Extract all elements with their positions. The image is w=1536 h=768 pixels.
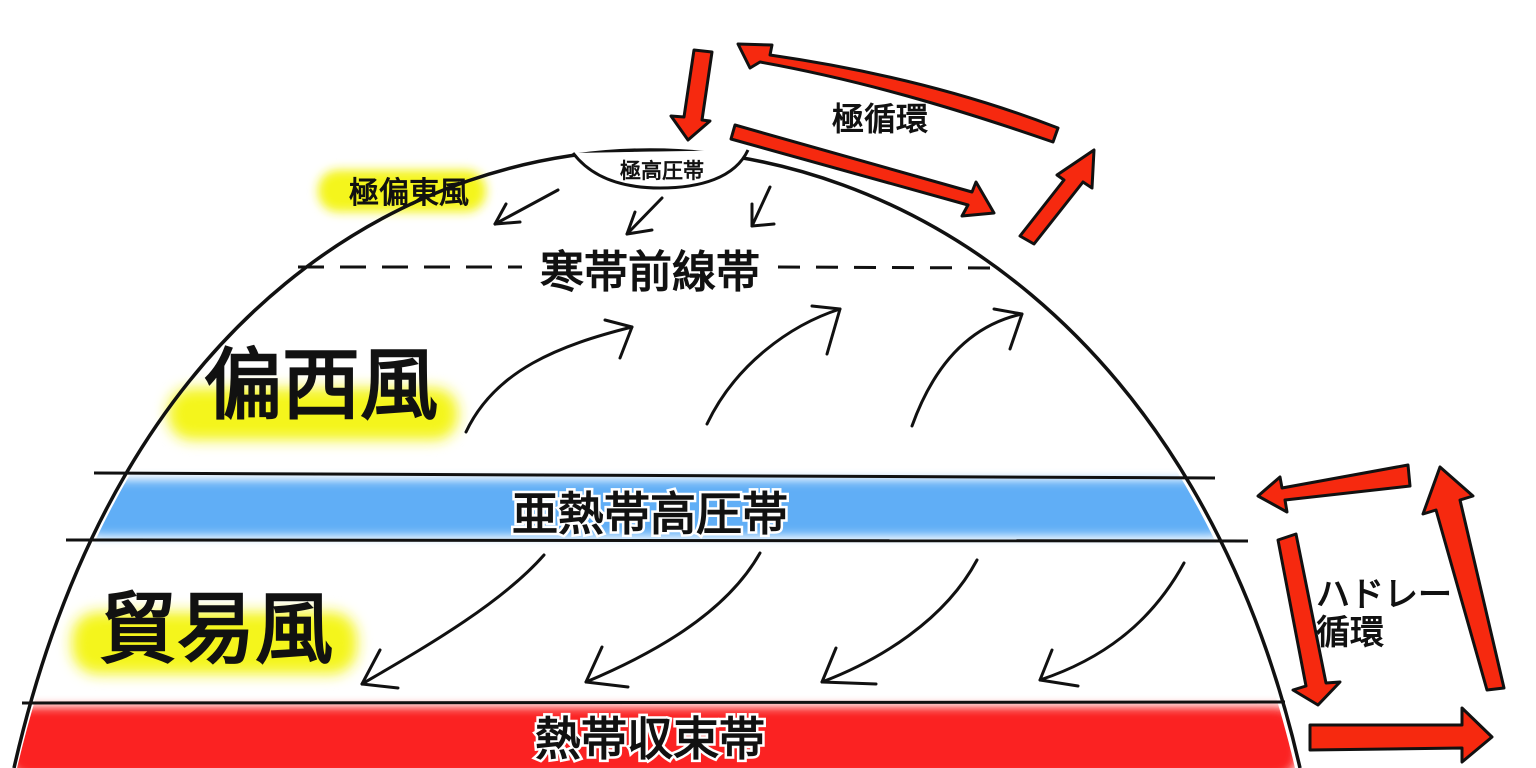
polar-cell-up-arrow <box>1018 148 1096 246</box>
hadley-cell-label-line1: ハドレー <box>1316 575 1452 615</box>
westerly-arrow <box>910 307 1024 428</box>
subtropical-upper-line <box>93 471 1216 480</box>
trade-wind-arrow <box>360 553 546 690</box>
polar-cell-down-arrow <box>669 48 714 142</box>
polar-easterlies-highlight <box>318 170 486 212</box>
trade-wind-arrow <box>820 558 979 686</box>
hadley-cell-poleward-arrow <box>1256 463 1412 514</box>
polar-cell-circulation <box>669 42 1096 246</box>
subtropical-lower-line <box>65 538 1249 543</box>
polar-easterly-arrow <box>625 196 664 236</box>
trade-winds-highlight <box>72 612 357 674</box>
hadley-cell-up-arrow <box>1421 465 1506 692</box>
polar-front-dashed-right <box>777 265 996 270</box>
hadley-cell-label-line2: 循環 <box>1316 613 1384 653</box>
polar-high-label: 極高圧帯 <box>620 159 704 183</box>
hadley-cell-circulation <box>1256 463 1506 764</box>
trade-winds-label: 貿易風 <box>99 585 333 675</box>
itcz-band <box>12 707 1298 768</box>
westerlies-label: 偏西風 <box>204 341 438 431</box>
polar-cell-label: 極循環 <box>832 100 928 138</box>
hadley-cell-equatorward-arrow <box>1308 706 1494 764</box>
westerly-arrow <box>705 304 842 426</box>
trade-wind-arrow <box>584 551 762 689</box>
polar-cell-poleward-arrow <box>729 123 996 218</box>
westerly-arrow <box>464 318 634 434</box>
subtropical-high-label: 亜熱帯高圧帯 <box>512 487 788 541</box>
polar-cell-return-arrow <box>736 42 1060 144</box>
trade-wind-arrow <box>1038 561 1186 688</box>
polar-front-label: 寒帯前線帯 <box>540 247 760 298</box>
globe-outline <box>12 148 1302 768</box>
polar-high-cap <box>571 149 750 190</box>
polar-easterlies-label: 極偏東風 <box>349 176 469 211</box>
polar-easterly-arrow <box>750 185 776 228</box>
polar-easterly-arrow <box>493 188 560 226</box>
hadley-cell-down-arrow <box>1276 532 1342 707</box>
itcz-label: 熱帯収束帯 <box>535 712 765 766</box>
itcz-upper-line <box>21 700 1286 705</box>
subtropical-high-band <box>80 480 1230 536</box>
westerlies-highlight <box>168 388 458 440</box>
